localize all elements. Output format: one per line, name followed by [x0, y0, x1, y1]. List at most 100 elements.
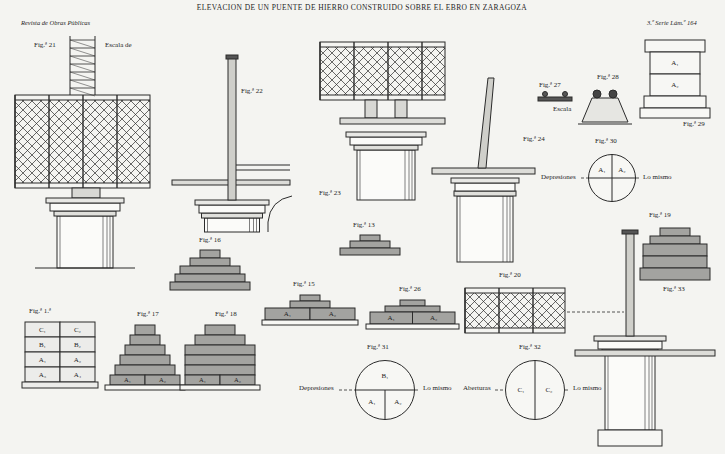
figure-label: Fig.ª 23	[318, 190, 342, 197]
figure-label: Fig.ª 20	[498, 272, 522, 279]
masonry-block	[185, 355, 255, 365]
lattice-bar	[15, 100, 42, 183]
girder-upright	[498, 288, 499, 333]
section-circle: C₁C₂	[505, 360, 565, 420]
lattice-bar	[520, 293, 555, 328]
section-letter: A₂	[618, 167, 626, 174]
masonry-block	[644, 96, 706, 108]
lattice-bar	[15, 100, 69, 183]
masonry-block	[25, 322, 60, 337]
lattice-bar	[511, 293, 546, 328]
figure-label: Fig.ª 13	[352, 222, 376, 229]
lattice-bar	[130, 100, 150, 183]
lattice-bar	[371, 47, 419, 95]
post	[228, 58, 236, 200]
section-circle-outline	[589, 155, 636, 202]
section-letter: A₁	[598, 167, 606, 174]
lattice-bar	[407, 47, 445, 95]
pier-cap	[195, 200, 269, 205]
lattice-bar	[466, 293, 501, 328]
section-letter: C₁	[517, 387, 524, 394]
base-line	[578, 124, 632, 125]
figure-label: Fig.ª 33	[662, 286, 686, 293]
masonry-block	[290, 301, 330, 308]
girder-upright	[82, 95, 83, 188]
lattice-bar	[121, 100, 150, 183]
lattice-bar	[15, 100, 96, 183]
post-rung	[70, 48, 95, 49]
lattice-bar	[502, 293, 537, 328]
block-letter: A₂	[671, 82, 679, 89]
masonry-block	[130, 335, 160, 345]
pier-neck	[354, 145, 418, 150]
lattice-bar	[484, 293, 519, 328]
lattice-bar	[380, 47, 428, 95]
masonry-block	[643, 256, 707, 268]
lattice-bar	[344, 47, 392, 95]
masonry-block	[175, 274, 245, 282]
masonry-block	[300, 295, 320, 301]
shaft-shading	[503, 196, 504, 262]
figure-label: Fig.ª 30	[594, 138, 618, 145]
shaft-shading	[405, 150, 406, 200]
figure-label: Fig.ª 28	[596, 74, 620, 81]
lattice-bar	[15, 100, 96, 183]
pier-footing	[598, 430, 662, 446]
lattice-bar	[475, 293, 510, 328]
lattice-bar	[15, 100, 69, 183]
block-letter: A₁	[199, 377, 206, 384]
lattice-bar	[335, 47, 383, 95]
pier-neck	[202, 213, 263, 218]
lattice-post	[70, 36, 95, 96]
lattice-bar	[389, 47, 437, 95]
figure-label: Escala de	[104, 42, 133, 49]
masonry-block	[640, 108, 710, 118]
bearing	[365, 100, 377, 118]
lattice-bar	[15, 100, 78, 183]
scale-bar	[538, 97, 572, 101]
girder-web	[320, 47, 445, 95]
block-letter: A₁	[671, 60, 679, 67]
block-letter: A₃	[39, 371, 47, 378]
pier-cornice	[199, 205, 265, 213]
masonry-block	[650, 52, 700, 74]
figure-label: Fig.ª 32	[518, 344, 542, 351]
wheel	[543, 92, 548, 97]
section-line	[535, 360, 536, 420]
lattice-bar	[139, 100, 150, 183]
block-letter: B₂	[74, 341, 81, 348]
lattice-bar	[76, 100, 150, 183]
masonry-block	[22, 382, 98, 388]
pier-cap	[346, 132, 426, 137]
masonry-stack	[22, 322, 98, 388]
section-circle-outline	[506, 361, 565, 420]
shaft-shading	[510, 196, 511, 262]
masonry-block	[385, 306, 440, 312]
lattice-bar	[58, 100, 141, 183]
masonry-block	[190, 258, 230, 266]
post-side	[95, 36, 96, 95]
post-brace	[70, 48, 95, 56]
lattice-bar	[434, 47, 445, 95]
block-letter: A₁	[284, 311, 292, 318]
lattice-bar	[22, 100, 105, 183]
wheel	[563, 92, 568, 97]
masonry-block	[170, 282, 250, 290]
girder-chord	[465, 293, 565, 294]
shaft-shading	[645, 354, 646, 430]
masonry-block	[125, 345, 165, 355]
circle-outline	[355, 360, 415, 420]
figure-label: Revista de Obras Públicas	[20, 20, 91, 27]
lattice-bar	[320, 47, 356, 95]
section-line	[385, 390, 386, 420]
lattice-bar	[547, 293, 565, 328]
lattice-bar	[380, 47, 428, 95]
masonry-block	[25, 337, 60, 352]
deck	[432, 168, 535, 174]
lattice-bar	[94, 100, 150, 183]
block-letter: A₂	[159, 377, 166, 384]
masonry-block	[650, 236, 700, 244]
shaft-shading	[249, 218, 250, 232]
lattice-bar	[416, 47, 445, 95]
pier-neck	[54, 211, 116, 216]
